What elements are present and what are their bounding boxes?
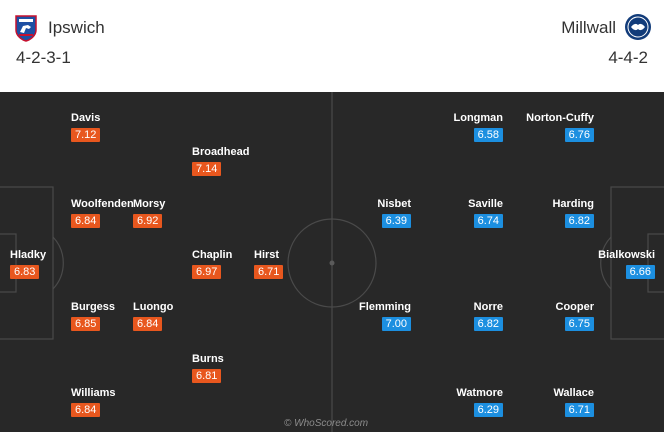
player-card-away[interactable]: Watmore 6.29: [423, 387, 503, 418]
player-rating: 6.85: [71, 317, 101, 331]
player-name: Norre: [473, 301, 503, 313]
player-name: Burns: [192, 353, 224, 365]
player-card-home[interactable]: Burns 6.81: [192, 353, 272, 384]
player-name: Nisbet: [377, 198, 411, 210]
player-name: Davis: [71, 112, 101, 124]
player-rating: 7.12: [71, 128, 101, 142]
player-rating: 6.82: [564, 214, 594, 228]
player-name: Bialkowski: [598, 249, 655, 261]
home-formation: 4-2-3-1: [16, 48, 71, 67]
player-card-home[interactable]: Williams 6.84: [71, 387, 151, 418]
player-card-away[interactable]: Longman 6.58: [423, 112, 503, 143]
away-team-name[interactable]: Millwall: [561, 18, 616, 37]
player-rating: 6.75: [564, 317, 594, 331]
match-header: Ipswich 4-2-3-1 Millwall 4-4-2: [0, 0, 664, 92]
player-card-away[interactable]: Harding 6.82: [514, 198, 594, 229]
player-card-home[interactable]: Hladky 6.83: [10, 249, 90, 280]
player-rating: 6.82: [473, 317, 503, 331]
player-card-home[interactable]: Broadhead 7.14: [192, 146, 272, 177]
player-name: Hladky: [10, 249, 47, 261]
player-card-away[interactable]: Norre 6.82: [423, 301, 503, 332]
player-name: Hirst: [254, 249, 280, 261]
player-name: Harding: [552, 198, 594, 210]
player-rating: 6.97: [192, 265, 222, 279]
player-rating: 6.84: [71, 214, 101, 228]
pitch-markings: [0, 92, 664, 432]
player-name: Wallace: [553, 387, 594, 399]
pitch: Davis 7.12 Broadhead 7.14 Woolfenden 6.8…: [0, 92, 664, 432]
player-card-home[interactable]: Woolfenden 6.84: [71, 198, 151, 229]
player-name: Woolfenden: [71, 198, 134, 210]
player-rating: 6.76: [564, 128, 594, 142]
player-card-away[interactable]: Bialkowski 6.66: [575, 249, 655, 280]
player-rating: 6.66: [625, 265, 655, 279]
player-name: Chaplin: [192, 249, 233, 261]
player-rating: 6.81: [192, 369, 222, 383]
player-rating: 6.84: [71, 403, 101, 417]
player-name: Luongo: [133, 301, 174, 313]
player-rating: 6.29: [473, 403, 503, 417]
player-name: Morsy: [133, 198, 166, 210]
player-card-home[interactable]: Luongo 6.84: [133, 301, 213, 332]
player-card-away[interactable]: Flemming 7.00: [331, 301, 411, 332]
player-name: Longman: [453, 112, 504, 124]
player-card-home[interactable]: Hirst 6.71: [254, 249, 334, 280]
player-name: Broadhead: [192, 146, 250, 158]
player-rating: 7.14: [192, 162, 222, 176]
player-name: Burgess: [71, 301, 116, 313]
player-rating: 6.58: [473, 128, 503, 142]
player-name: Flemming: [359, 301, 411, 313]
player-rating: 6.92: [133, 214, 163, 228]
player-rating: 6.39: [381, 214, 411, 228]
player-card-away[interactable]: Saville 6.74: [423, 198, 503, 229]
away-formation: 4-4-2: [608, 48, 648, 67]
player-rating: 6.74: [473, 214, 503, 228]
millwall-crest-icon: [624, 13, 652, 41]
player-card-home[interactable]: Morsy 6.92: [133, 198, 213, 229]
player-rating: 6.84: [133, 317, 163, 331]
home-team-name[interactable]: Ipswich: [48, 18, 105, 37]
player-card-away[interactable]: Wallace 6.71: [514, 387, 594, 418]
player-rating: 6.71: [564, 403, 594, 417]
whoscored-watermark: © WhoScored.com: [284, 418, 369, 429]
player-name: Norton-Cuffy: [526, 112, 594, 124]
ipswich-crest-icon: [14, 14, 38, 42]
player-card-away[interactable]: Norton-Cuffy 6.76: [514, 112, 594, 143]
player-card-home[interactable]: Chaplin 6.97: [192, 249, 272, 280]
player-card-home[interactable]: Burgess 6.85: [71, 301, 151, 332]
player-card-home[interactable]: Davis 7.12: [71, 112, 151, 143]
player-rating: 7.00: [381, 317, 411, 331]
player-name: Williams: [71, 387, 116, 399]
player-name: Saville: [468, 198, 503, 210]
player-rating: 6.71: [254, 265, 284, 279]
player-name: Watmore: [456, 387, 503, 399]
player-card-away[interactable]: Nisbet 6.39: [331, 198, 411, 229]
player-card-away[interactable]: Cooper 6.75: [514, 301, 594, 332]
player-name: Cooper: [555, 301, 595, 313]
player-rating: 6.83: [10, 265, 40, 279]
